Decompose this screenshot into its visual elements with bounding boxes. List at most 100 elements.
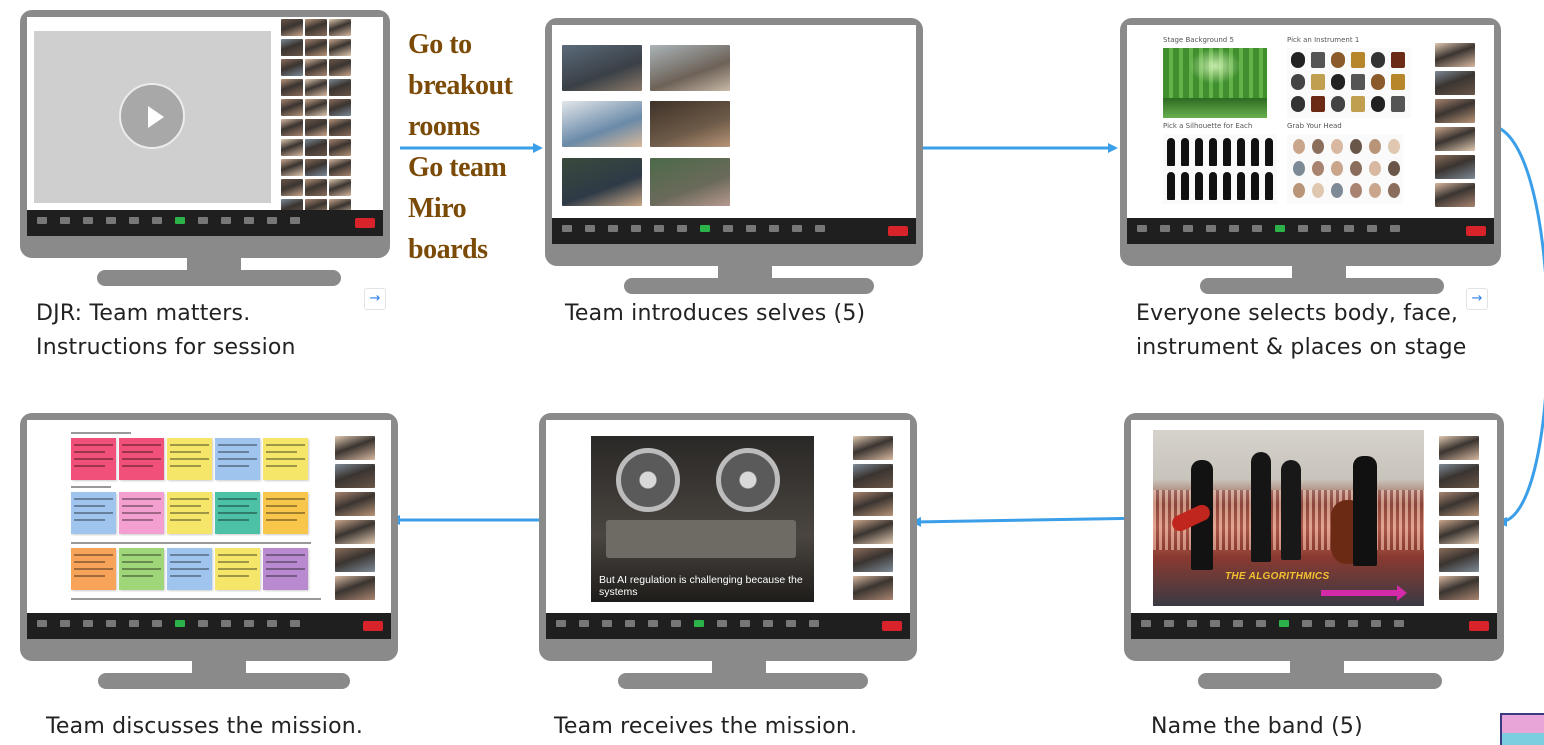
- toolbar-button[interactable]: [717, 620, 727, 627]
- instrument-icon[interactable]: [1311, 52, 1325, 68]
- sticky-note[interactable]: [71, 492, 116, 534]
- sticky-note[interactable]: [215, 548, 260, 590]
- toolbar-button[interactable]: [585, 225, 595, 232]
- toolbar-button[interactable]: [1298, 225, 1308, 232]
- toolbar-button[interactable]: [809, 620, 819, 627]
- toolbar-button[interactable]: [221, 620, 231, 627]
- toolbar-button[interactable]: [671, 620, 681, 627]
- toolbar-button[interactable]: [1279, 620, 1289, 627]
- toolbar-button[interactable]: [740, 620, 750, 627]
- toolbar-button[interactable]: [106, 620, 116, 627]
- sticky-note[interactable]: [263, 438, 308, 480]
- toolbar-button[interactable]: [786, 620, 796, 627]
- head-icon[interactable]: [1388, 183, 1400, 198]
- head-icon[interactable]: [1331, 161, 1343, 176]
- toolbar-button[interactable]: [1275, 225, 1285, 232]
- sticky-note[interactable]: [71, 438, 116, 480]
- head-icon[interactable]: [1369, 183, 1381, 198]
- instrument-icon[interactable]: [1331, 52, 1345, 68]
- toolbar-button[interactable]: [763, 620, 773, 627]
- board-thumbnail[interactable]: [1500, 713, 1544, 745]
- head-icon[interactable]: [1312, 183, 1324, 198]
- toolbar-button[interactable]: [1371, 620, 1381, 627]
- head-icon[interactable]: [1293, 139, 1305, 154]
- head-icon[interactable]: [1369, 161, 1381, 176]
- toolbar-button[interactable]: [1160, 225, 1170, 232]
- toolbar-button[interactable]: [221, 217, 231, 224]
- head-icon[interactable]: [1350, 139, 1362, 154]
- sticky-note[interactable]: [119, 438, 164, 480]
- toolbar-button[interactable]: [648, 620, 658, 627]
- instrument-icon[interactable]: [1371, 96, 1385, 112]
- toolbar-button[interactable]: [290, 620, 300, 627]
- sticky-note[interactable]: [167, 548, 212, 590]
- instrument-icon[interactable]: [1331, 96, 1345, 112]
- head-icon[interactable]: [1293, 183, 1305, 198]
- sticky-note[interactable]: [263, 548, 308, 590]
- head-icon[interactable]: [1312, 139, 1324, 154]
- toolbar-button[interactable]: [1256, 620, 1266, 627]
- toolbar-button[interactable]: [1321, 225, 1331, 232]
- toolbar-button[interactable]: [290, 217, 300, 224]
- toolbar-button[interactable]: [608, 225, 618, 232]
- instrument-grid[interactable]: [1287, 48, 1411, 118]
- instrument-icon[interactable]: [1391, 74, 1405, 90]
- arrow-right-icon[interactable]: →: [364, 288, 386, 310]
- silhouette-figure[interactable]: [1209, 172, 1217, 200]
- toolbar-button[interactable]: [1183, 225, 1193, 232]
- toolbar-button[interactable]: [815, 225, 825, 232]
- end-button[interactable]: [363, 621, 383, 631]
- toolbar-button[interactable]: [746, 225, 756, 232]
- toolbar-button[interactable]: [175, 217, 185, 224]
- toolbar-button[interactable]: [37, 217, 47, 224]
- instrument-icon[interactable]: [1371, 52, 1385, 68]
- toolbar-button[interactable]: [579, 620, 589, 627]
- sticky-note[interactable]: [263, 492, 308, 534]
- toolbar-button[interactable]: [106, 217, 116, 224]
- toolbar-button[interactable]: [83, 217, 93, 224]
- toolbar-button[interactable]: [244, 217, 254, 224]
- toolbar-button[interactable]: [175, 620, 185, 627]
- silhouette-figure[interactable]: [1195, 138, 1203, 166]
- head-icon[interactable]: [1312, 161, 1324, 176]
- toolbar-button[interactable]: [1367, 225, 1377, 232]
- toolbar-button[interactable]: [267, 217, 277, 224]
- silhouette-figure[interactable]: [1223, 172, 1231, 200]
- arrow-right-icon[interactable]: →: [1466, 288, 1488, 310]
- silhouette-figure[interactable]: [1223, 138, 1231, 166]
- instrument-icon[interactable]: [1391, 52, 1405, 68]
- toolbar-button[interactable]: [677, 225, 687, 232]
- instrument-icon[interactable]: [1351, 74, 1365, 90]
- end-button[interactable]: [882, 621, 902, 631]
- end-button[interactable]: [1466, 226, 1486, 236]
- head-icon[interactable]: [1369, 139, 1381, 154]
- head-icon[interactable]: [1331, 139, 1343, 154]
- silhouette-figure[interactable]: [1237, 138, 1245, 166]
- instrument-icon[interactable]: [1291, 74, 1305, 90]
- end-button[interactable]: [355, 218, 375, 228]
- instrument-icon[interactable]: [1291, 52, 1305, 68]
- head-icon[interactable]: [1350, 161, 1362, 176]
- instrument-icon[interactable]: [1311, 96, 1325, 112]
- sticky-note[interactable]: [167, 492, 212, 534]
- play-icon[interactable]: [119, 83, 185, 149]
- toolbar-button[interactable]: [1302, 620, 1312, 627]
- toolbar-button[interactable]: [244, 620, 254, 627]
- toolbar-button[interactable]: [60, 620, 70, 627]
- toolbar-button[interactable]: [602, 620, 612, 627]
- silhouette-figure[interactable]: [1167, 138, 1175, 166]
- toolbar-button[interactable]: [37, 620, 47, 627]
- toolbar-button[interactable]: [723, 225, 733, 232]
- toolbar-button[interactable]: [700, 225, 710, 232]
- toolbar-button[interactable]: [1233, 620, 1243, 627]
- instrument-icon[interactable]: [1351, 52, 1365, 68]
- instrument-icon[interactable]: [1291, 96, 1305, 112]
- silhouette-figure[interactable]: [1265, 138, 1273, 166]
- sticky-note[interactable]: [119, 492, 164, 534]
- toolbar-button[interactable]: [1164, 620, 1174, 627]
- instrument-icon[interactable]: [1371, 74, 1385, 90]
- toolbar-button[interactable]: [198, 620, 208, 627]
- toolbar-button[interactable]: [654, 225, 664, 232]
- head-icon[interactable]: [1293, 161, 1305, 176]
- head-icon[interactable]: [1388, 161, 1400, 176]
